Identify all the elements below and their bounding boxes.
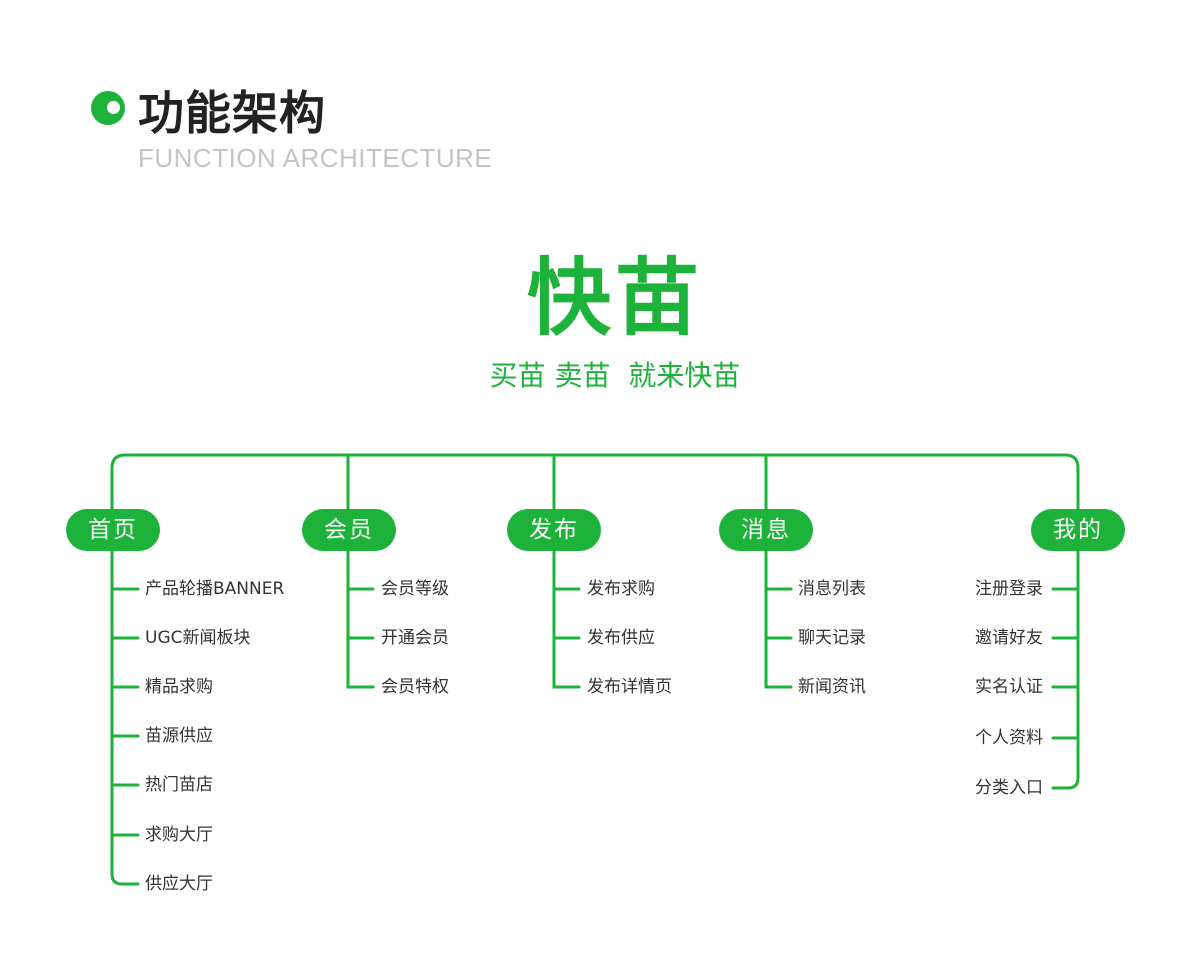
spine-home [110,548,140,886]
node-home: 首页 [66,509,160,551]
header-bullet-icon [91,91,125,125]
brand-slogan: 买苗 卖苗 就来快苗 [489,359,741,392]
home-item: 供应大厅 [145,874,213,894]
mine-item: 邀请好友 [975,628,1043,648]
node-member: 会员 [302,509,396,551]
page-title: 功能架构 [138,86,326,140]
tick-home [111,587,140,837]
spine-member [346,548,375,689]
message-item: 聊天记录 [798,628,866,648]
publish-item: 发布供应 [587,628,655,648]
home-item: UGC新闻板块 [145,628,251,648]
publish-item: 发布详情页 [587,677,672,697]
home-item: 求购大厅 [145,825,213,845]
node-mine: 我的 [1031,509,1125,551]
home-item: 产品轮播BANNER [145,579,285,599]
tick-publish [553,587,581,640]
spine-publish [552,548,581,689]
publish-item: 发布求购 [587,579,655,599]
tick-mine [1051,587,1079,740]
member-item: 会员特权 [381,677,449,697]
mine-item: 分类入口 [975,778,1043,798]
page-subtitle: FUNCTION ARCHITECTURE [138,143,493,173]
tick-message [765,587,793,640]
member-item: 会员等级 [381,579,449,599]
home-item: 精品求购 [145,677,213,697]
member-item: 开通会员 [381,628,449,648]
tick-member [347,587,375,640]
node-publish: 发布 [507,509,601,551]
home-item: 热门苗店 [145,775,213,795]
message-item: 消息列表 [798,579,866,599]
mine-item: 注册登录 [975,579,1043,599]
mine-item: 实名认证 [975,677,1043,697]
spine-mine [1051,548,1080,790]
home-item: 苗源供应 [145,726,213,746]
spine-message [764,548,793,689]
top-bus-line [110,453,1080,532]
brand-logo: 快苗 [526,249,703,347]
node-message: 消息 [719,509,813,551]
mine-item: 个人资料 [975,728,1043,748]
message-item: 新闻资讯 [798,677,866,697]
